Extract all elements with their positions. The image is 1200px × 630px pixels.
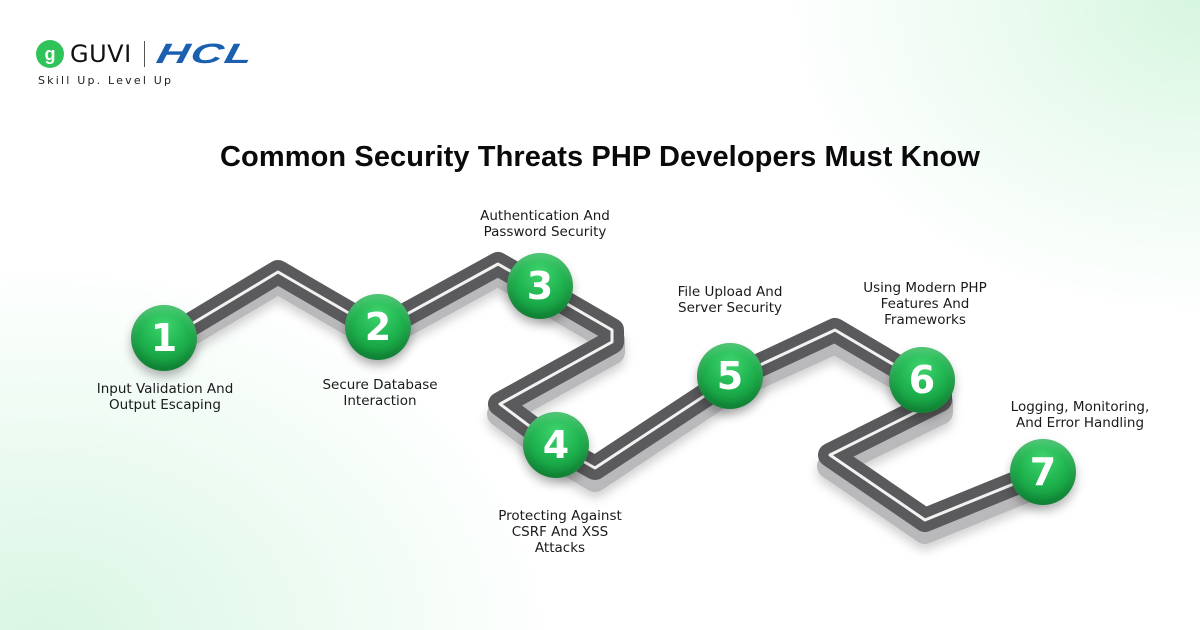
step-7-marker: 7	[1010, 439, 1076, 505]
brand-tagline: Skill Up. Level Up	[38, 74, 174, 87]
brand-logo: g GUVI HCL Skill Up. Level Up	[36, 38, 257, 87]
step-1-marker: 1	[131, 305, 197, 371]
step-6-marker: 6	[889, 347, 955, 413]
guvi-wordmark: GUVI	[70, 40, 132, 68]
step-5-label: File Upload And Server Security	[677, 284, 783, 316]
step-4-marker: 4	[523, 412, 589, 478]
step-4-label: Protecting Against CSRF And XSS Attacks	[498, 508, 622, 556]
step-3-label: Authentication And Password Security	[480, 208, 610, 240]
step-3-marker: 3	[507, 253, 573, 319]
step-1-label: Input Validation And Output Escaping	[96, 381, 234, 413]
step-7-label: Logging, Monitoring, And Error Handling	[1010, 399, 1150, 431]
logo-divider	[143, 41, 145, 67]
step-2-label: Secure Database Interaction	[322, 377, 438, 409]
step-2-marker: 2	[345, 294, 411, 360]
step-5-marker: 5	[697, 343, 763, 409]
page-title: Common Security Threats PHP Developers M…	[219, 141, 981, 173]
step-6-label: Using Modern PHP Features And Frameworks	[863, 280, 987, 328]
guvi-logo-icon: g	[36, 40, 64, 68]
